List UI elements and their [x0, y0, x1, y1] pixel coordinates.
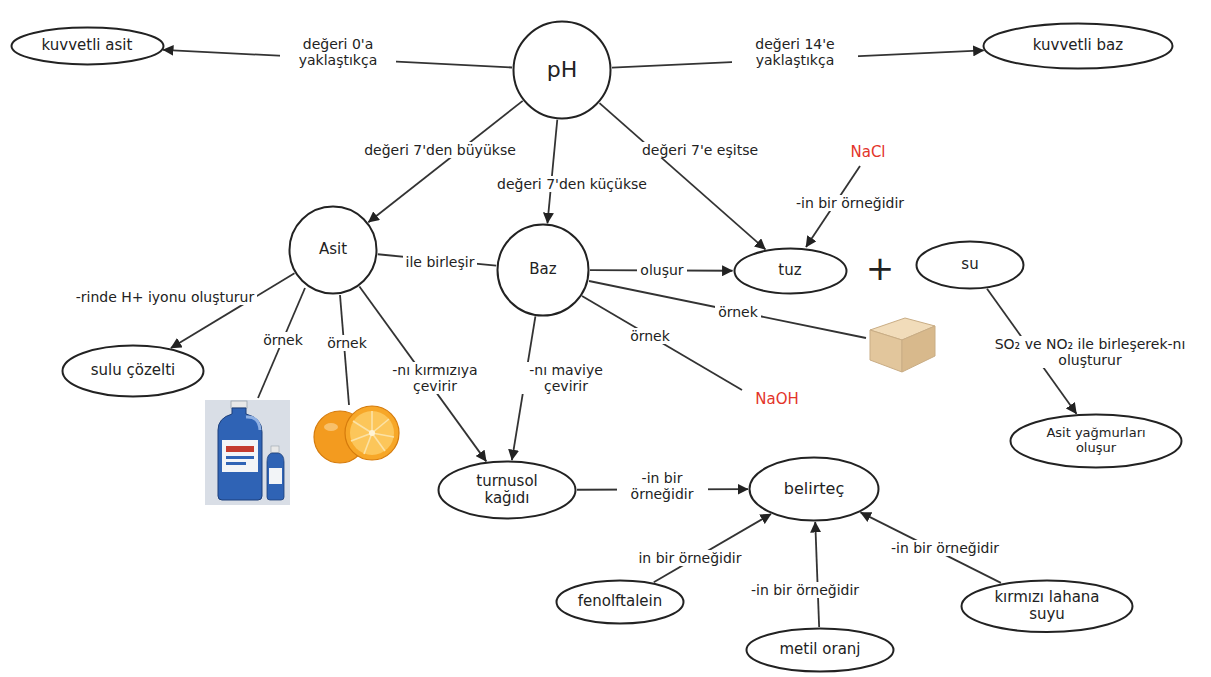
concept-ellipse: su: [915, 240, 1025, 290]
node-text: Baz: [529, 261, 556, 278]
outline-ellipse: [917, 242, 1024, 289]
bottle-handle: [246, 417, 260, 430]
node-text: Asit yağmurları oluşur: [1034, 426, 1159, 456]
bottle-label: [269, 468, 282, 484]
node-text: turnusol kağıdı: [462, 473, 552, 508]
outline-ellipse: [498, 225, 589, 316]
outline-ellipse: [439, 462, 576, 519]
node-text: kuvvetli baz: [1033, 37, 1123, 54]
edge-label: değeri 7'den büyükse: [361, 142, 519, 158]
outline-ellipse: [63, 346, 204, 397]
edge-label: SO₂ ve NO₂ ile birleşerek-nı oluşturur: [987, 336, 1193, 368]
soap-front: [870, 330, 902, 372]
leader-label: örnek: [715, 304, 761, 320]
edge-label: -in bir örneğidir: [748, 582, 862, 598]
label-stripe: [226, 456, 254, 459]
connector: [368, 101, 522, 222]
concept-ellipse: tuz: [733, 247, 848, 295]
leader-label: -in bir örneğidir: [793, 195, 907, 211]
concept-ellipse: turnusol kağıdı: [437, 460, 577, 520]
concept-ellipse: metil oranj: [745, 627, 895, 673]
node-text: tuz: [778, 262, 801, 279]
plus-sign: +: [863, 251, 898, 285]
node-text: metil oranj: [779, 641, 860, 658]
edge-label: değeri 7'e eşitse: [639, 142, 761, 158]
edge-label: -rinde H+ iyonu oluşturur: [73, 289, 258, 305]
concept-ellipse: fenolftalein: [555, 579, 685, 625]
outline-ellipse: [747, 629, 894, 672]
node-text: kırmızı lahana suyu: [985, 589, 1110, 624]
edge-label: değeri 0'a yaklaştıkça: [280, 36, 396, 68]
concept-ellipse: kuvvetli baz: [982, 22, 1174, 70]
outline-ellipse: [984, 24, 1173, 69]
connector: [654, 514, 771, 582]
orange-segments: [351, 411, 394, 454]
bottle-body: [267, 453, 284, 500]
node-text: pH: [547, 57, 578, 82]
formula-label: NaOH: [752, 391, 802, 408]
outline-ellipse: [290, 207, 377, 294]
concept-circle: pH: [512, 20, 612, 120]
soap-side: [902, 326, 935, 372]
formula-label: NaCl: [847, 144, 888, 161]
bottle-body: [218, 408, 262, 500]
soap-bar: [870, 318, 935, 372]
edge-label: -in bir örneğidir: [888, 540, 1002, 556]
concept-ellipse: Asit yağmurları oluşur: [1009, 413, 1183, 469]
node-text: Asit: [319, 241, 347, 258]
outline-ellipse: [750, 458, 879, 521]
outline-ellipse: [514, 22, 611, 119]
leader-label: örnek: [627, 328, 673, 344]
concept-ellipse: kırmızı lahana suyu: [960, 579, 1134, 634]
leader-label: örnek: [324, 335, 370, 351]
edge-label: değeri 14'e yaklaştıkça: [732, 36, 858, 68]
orange-flesh: [350, 411, 394, 455]
concept-circle: Baz: [496, 223, 590, 317]
outline-ellipse: [734, 249, 846, 294]
edge-label: -in bir örneğidir: [617, 470, 708, 502]
orange-core: [369, 430, 375, 436]
outline-ellipse: [557, 581, 684, 624]
node-text: su: [961, 256, 978, 273]
bottle-cap: [271, 446, 279, 453]
edge-label: değeri 7'den küçükse: [494, 176, 650, 192]
edge-label: in bir örneğidir: [635, 550, 744, 566]
outline-ellipse: [11, 28, 163, 65]
outline-ellipse: [962, 580, 1133, 632]
orange-half: [345, 406, 399, 460]
photo-ground: [205, 400, 290, 505]
label-stripe: [226, 446, 254, 452]
outline-ellipse: [1011, 415, 1182, 468]
edge-label: ile birleşir: [403, 254, 478, 270]
edge-label: -nı kırmızıya çevirir: [375, 362, 496, 394]
orange-shine: [324, 423, 338, 431]
leader-line: [258, 288, 305, 398]
connector: [815, 522, 819, 627]
node-text: kuvvetli asit: [42, 37, 133, 54]
bleach-bottles: [205, 400, 290, 505]
connector: [547, 120, 557, 223]
leader-label: örnek: [260, 332, 306, 348]
edge-label: -nı maviye çevirir: [513, 362, 619, 394]
concept-ellipse: kuvvetli asit: [10, 26, 165, 66]
edge-label: oluşur: [637, 262, 686, 278]
bottle-cap: [231, 401, 247, 408]
bottle-label: [222, 440, 258, 472]
orange-fruit: [314, 406, 399, 463]
label-stripe: [226, 462, 246, 465]
node-text: sulu çözelti: [91, 362, 176, 379]
concept-ellipse: sulu çözelti: [61, 344, 205, 398]
node-text: belirteç: [784, 480, 844, 498]
concept-circle: Asit: [288, 205, 378, 295]
concept-ellipse: belirteç: [748, 456, 880, 522]
node-text: fenolftalein: [578, 593, 663, 610]
